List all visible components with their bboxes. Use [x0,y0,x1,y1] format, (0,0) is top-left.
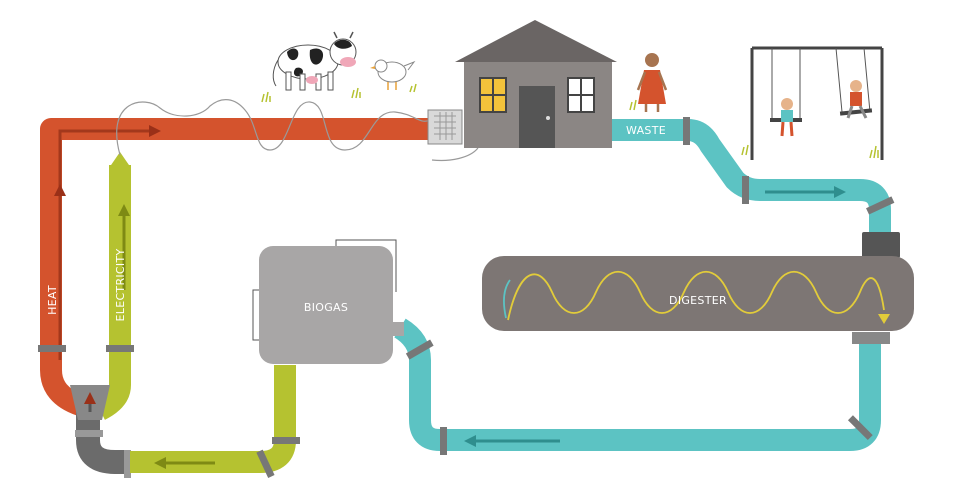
cow-illustration [272,31,357,91]
generator-unit [427,109,463,145]
swing-set-illustration [750,46,884,160]
heat-pipe-coupling [38,345,66,352]
biogas-tank: BIOGAS [252,239,404,364]
heat-label: HEAT [46,285,59,315]
electricity-label: ELECTRICITY [114,249,127,322]
grass-tufts [261,83,879,159]
waste-label: WASTE [626,124,666,137]
digester-outlet [852,332,890,344]
house [455,20,617,148]
waste-pipe [612,117,900,258]
hen-illustration [370,59,416,90]
person-illustration [636,53,668,112]
electricity-pipe-tip [109,152,131,168]
house-roof [455,20,617,62]
electricity-pipe-coupling [106,345,134,352]
biogas-label: BIOGAS [304,301,348,314]
biogas-output-pipe [130,365,300,478]
digester-tank: DIGESTER [482,256,914,331]
digester-inlet [862,232,900,258]
power-wire [116,99,431,156]
digester-mixing-flow [507,271,885,321]
digester-output-pipe [393,318,890,455]
pipe-junction [70,385,131,478]
heat-pipe [38,118,430,416]
digester-label: DIGESTER [669,294,727,307]
